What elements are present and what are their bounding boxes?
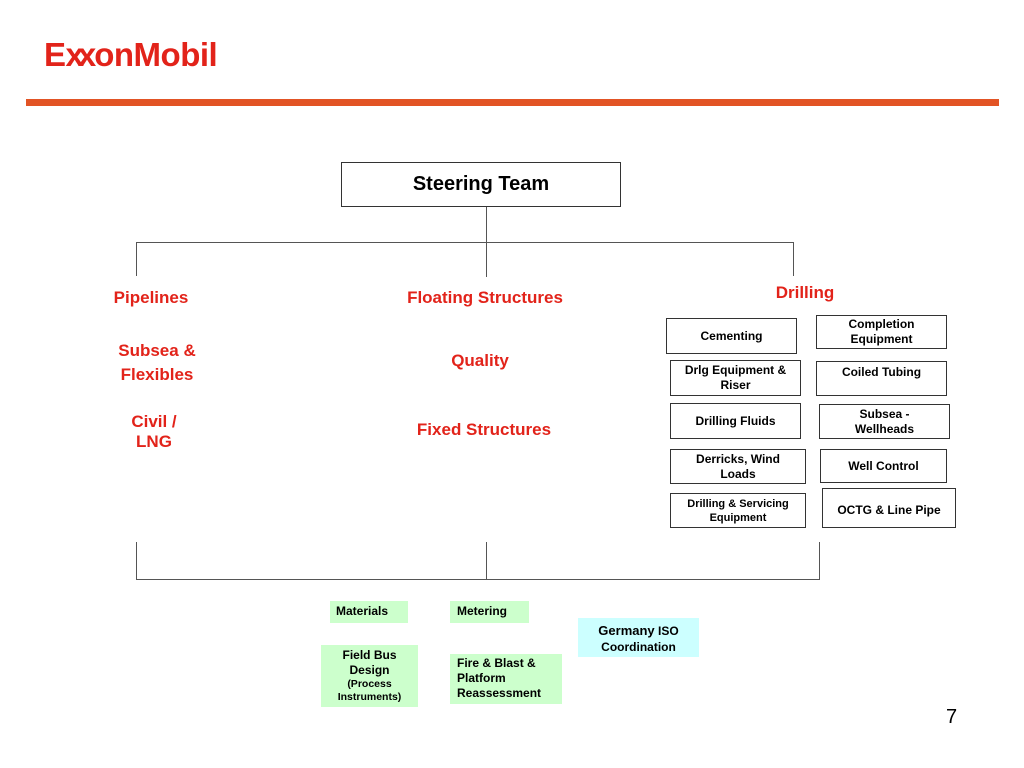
civil-lng-label: Civil / LNG [131,412,177,451]
materials-box: Materials [330,601,408,623]
fire-blast-platform-box: Fire & Blast & Platform Reassessment [450,654,562,704]
drilling-item-subsea-wellheads: Subsea -Wellheads [819,404,950,439]
logo-part-1: E [44,36,66,73]
drilling-item-octg-line-pipe: OCTG & Line Pipe [822,488,956,528]
logo-part-2: onMobil [94,36,218,73]
header-divider-bar [26,99,999,106]
drilling-label: Drilling [775,283,835,302]
connector-left-drop [136,242,137,276]
drilling-item-cementing: Cementing [666,318,797,354]
connector-bottom-right-rise [819,542,820,580]
steering-team-box: Steering Team [341,162,621,207]
connector-top-horizontal [136,242,794,243]
field-bus-design-box: Field Bus Design (Process Instruments) [321,645,418,707]
drilling-item-coiled-tubing: Coiled Tubing [816,361,947,396]
floating-structures-label: Floating Structures [407,288,563,307]
subsea-flexibles-label: Subsea & Flexibles [118,341,196,384]
pipelines-label: Pipelines [113,288,189,307]
steering-team-label: Steering Team [412,173,550,195]
metering-box: Metering [450,601,529,623]
connector-bottom-mid-rise [486,542,487,580]
logo-part-xx: xx [65,36,97,73]
connector-right-drop [793,242,794,276]
fixed-structures-label: Fixed Structures [416,420,552,439]
connector-bottom-horizontal [136,579,820,580]
page-number: 7 [946,706,958,728]
drilling-item-drilling-fluids: Drilling Fluids [670,403,801,439]
drilling-item-well-control: Well Control [820,449,947,483]
germany-iso-coordination-box: Germany ISO Coordination [578,618,699,657]
connector-bottom-left-rise [136,542,137,580]
quality-label: Quality [451,351,509,370]
drilling-item-drlg-equipment-riser: Drlg Equipment &Riser [670,360,801,396]
